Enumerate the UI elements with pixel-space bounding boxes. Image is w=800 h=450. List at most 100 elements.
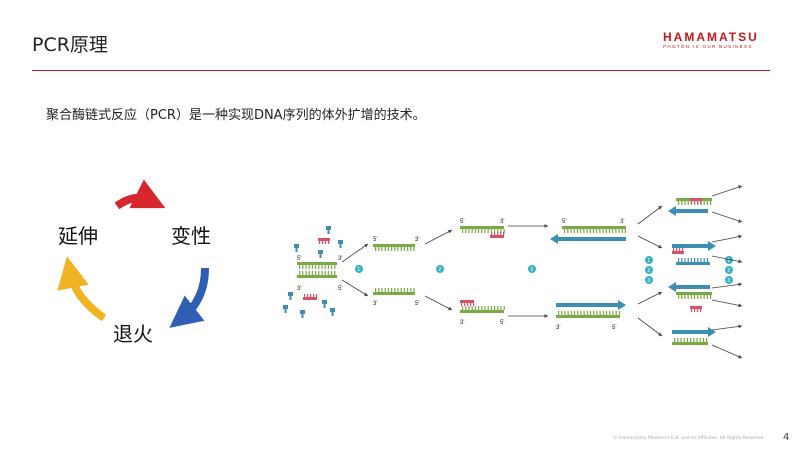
step-marker-1-label: 1 (357, 267, 360, 273)
annealed-primer-tooth (470, 303, 472, 306)
free-nucleotide-stem (284, 309, 287, 313)
denatured-top-strand-tooth (407, 247, 409, 251)
denatured-bottom-strand-tooth (410, 288, 412, 292)
denatured-top-strand-tooth (410, 247, 412, 251)
denatured-end-label: 5' (415, 301, 419, 307)
annealed-top-strand-tooth (478, 229, 480, 233)
product-primer-tooth (697, 309, 699, 312)
template-top-strand (297, 262, 337, 265)
cycle3-marker-1-label: 1 (727, 258, 730, 264)
annealed-primer-tooth (467, 303, 469, 306)
annealed-bottom-strand-tooth (484, 306, 486, 310)
copyright-footer: © Hamamatsu Photonics K.K. and its affil… (613, 436, 765, 441)
extended-top-strand-tooth (570, 229, 572, 233)
slide-title: PCR原理 (32, 34, 108, 56)
template-bottom-strand-tooth (311, 271, 313, 275)
extended-end-label: 3' (556, 325, 560, 331)
product-primer (690, 198, 702, 201)
extended-bottom-strand-tooth (615, 311, 617, 315)
denatured-bottom-strand-tooth (391, 288, 393, 292)
denatured-bottom-strand (373, 292, 415, 295)
product-strand-tooth (684, 295, 686, 299)
cycle3-marker-2 (725, 266, 733, 274)
free-nucleotide (338, 240, 343, 244)
flow-arrow (637, 235, 663, 249)
annealed-primer-tooth (500, 232, 502, 235)
template-top-strand-tooth (308, 265, 310, 269)
flow-arrow (637, 205, 663, 225)
annealed-top-strand-tooth (494, 229, 496, 233)
product-strand-tooth (706, 258, 708, 262)
annealed-primer-tooth (503, 232, 505, 235)
free-nucleotide-stem (327, 230, 330, 234)
annealed-bottom-strand-tooth (474, 306, 476, 310)
product-strand-tooth (681, 258, 683, 262)
product-primer-tooth (676, 248, 678, 251)
annealed-end-label: 5' (500, 320, 504, 326)
product-strand-tooth (710, 295, 712, 299)
extended-bottom-strand-tooth (586, 311, 588, 315)
flow-arrow (637, 317, 663, 337)
denatured-bottom-strand-tooth (403, 288, 405, 292)
annealed-top-strand-tooth (487, 229, 489, 233)
cycle3-marker-3-label: 3 (727, 278, 730, 284)
flow-arrow (341, 243, 369, 263)
fanout-arrow (711, 255, 743, 263)
extended-top-strand-tooth (608, 229, 610, 233)
product-strand-tooth (693, 338, 695, 342)
annealed-bottom-strand-tooth (471, 306, 473, 310)
extended-bottom-strand-tooth (577, 311, 579, 315)
product-strand-tooth (706, 295, 708, 299)
annealed-primer-tooth (461, 303, 463, 306)
extended-bottom-strand-tooth (606, 311, 608, 315)
product-strand-tooth (684, 258, 686, 262)
extended-top-strand-tooth (602, 229, 604, 233)
logo-tagline: PHOTON IS OUR BUSINESS (663, 44, 753, 49)
denatured-bottom-strand-tooth (397, 288, 399, 292)
extended-bottom-strand-tooth (564, 311, 566, 315)
step-marker-2 (436, 265, 444, 273)
template-bottom-strand-tooth (318, 271, 320, 275)
template-top-strand-tooth (299, 265, 301, 269)
extension-arrow-top (558, 237, 626, 241)
annealed-top-strand (460, 226, 504, 229)
page-number: 4 (783, 432, 790, 443)
template-top-strand-tooth (302, 265, 304, 269)
product-strand-tooth (694, 295, 696, 299)
extended-bottom-strand-tooth (609, 311, 611, 315)
free-nucleotide (294, 244, 299, 248)
product-strand-tooth (677, 338, 679, 342)
product-strand-tooth (678, 201, 680, 205)
product-strand-tooth (678, 295, 680, 299)
product-primer-tooth (673, 248, 675, 251)
flow-arrow (637, 291, 663, 305)
free-primer-tooth (304, 294, 306, 297)
product-strand (676, 292, 712, 295)
denatured-bottom-strand-tooth (378, 288, 380, 292)
extension-arrow-bottom (556, 303, 618, 307)
free-primer-tooth (313, 294, 315, 297)
extended-bottom-strand-tooth (567, 311, 569, 315)
free-nucleotide (300, 310, 305, 314)
extended-bottom-strand-tooth (570, 311, 572, 315)
product-primer (690, 306, 702, 309)
free-nucleotide-stem (323, 304, 326, 308)
step-marker-3-label: 3 (530, 267, 533, 273)
free-nucleotide-stem (339, 244, 342, 248)
annealed-bottom-strand-tooth (497, 306, 499, 310)
flow-arrow-head (658, 332, 662, 336)
denatured-end-label: 3' (373, 301, 377, 307)
extended-top-strand-tooth (612, 229, 614, 233)
product-strand-tooth (706, 338, 708, 342)
extended-top-strand-tooth (605, 229, 607, 233)
flow-arrow-head (544, 224, 548, 228)
free-nucleotide (283, 305, 288, 309)
fanout-arrow (711, 325, 743, 331)
annealed-bottom-strand-tooth (481, 306, 483, 310)
fanout-arrow-head (738, 185, 742, 189)
product-strand-tooth (680, 338, 682, 342)
annealed-bottom-strand-tooth (490, 306, 492, 310)
flow-arrow (424, 229, 453, 245)
template-top-strand-tooth (318, 265, 320, 269)
